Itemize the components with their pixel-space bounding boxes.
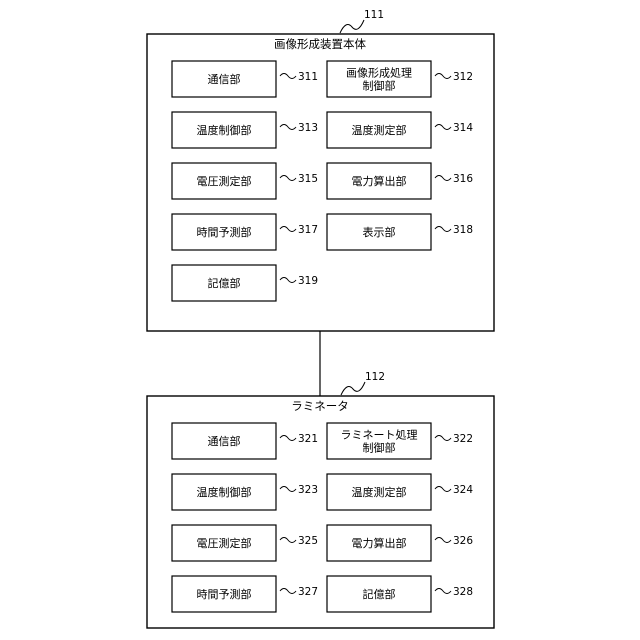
component-leader-line: [435, 487, 451, 492]
component-323: 温度制御部 323: [172, 474, 318, 510]
component-leader-line: [435, 589, 451, 594]
component-ref: 317: [298, 224, 318, 236]
laminator-ref: 112: [365, 371, 385, 383]
component-leader-line: [435, 227, 451, 232]
component-label: 通信部: [208, 434, 241, 448]
component-leader-line: [435, 74, 451, 79]
component-ref: 314: [453, 122, 473, 134]
component-ref: 313: [298, 122, 318, 134]
laminator-title: ラミネータ: [291, 399, 349, 413]
component-label: 通信部: [208, 72, 241, 86]
component-318: 表示部 318: [327, 214, 473, 250]
component-label: 画像形成処理: [346, 67, 412, 80]
component-label: 温度測定部: [352, 485, 407, 499]
component-label: 電圧測定部: [197, 174, 252, 188]
component-317: 時間予測部 317: [172, 214, 318, 250]
main-unit: 画像形成装置本体 111: [147, 9, 494, 331]
component-ref: 328: [453, 586, 473, 598]
component-leader-line: [435, 125, 451, 130]
component-328: 記億部 328: [327, 576, 473, 612]
component-label: 温度制御部: [197, 485, 252, 499]
component-label: 記億部: [363, 587, 396, 601]
component-312: 画像形成処理制御部 312: [327, 61, 473, 97]
component-leader-line: [280, 176, 296, 181]
component-label: 制御部: [363, 79, 396, 93]
component-ref: 323: [298, 484, 318, 496]
component-ref: 325: [298, 535, 318, 547]
main-unit-leader-line: [340, 20, 364, 33]
component-327: 時間予測部 327: [172, 576, 318, 612]
component-leader-line: [280, 74, 296, 79]
component-label: 温度測定部: [352, 123, 407, 137]
component-label: 制御部: [363, 441, 396, 455]
component-label: 時間予測部: [197, 587, 252, 601]
main-unit-title: 画像形成装置本体: [274, 37, 366, 51]
component-label: 電力算出部: [352, 536, 407, 550]
component-311: 通信部 311: [172, 61, 318, 97]
component-ref: 324: [453, 484, 473, 496]
component-326: 電力算出部 326: [327, 525, 473, 561]
component-label: 時間予測部: [197, 225, 252, 239]
component-ref: 318: [453, 224, 473, 236]
component-315: 電圧測定部 315: [172, 163, 318, 199]
component-label: ラミネート処理: [341, 429, 418, 442]
component-314: 温度測定部 314: [327, 112, 473, 148]
component-319: 記億部 319: [172, 265, 318, 301]
component-leader-line: [280, 125, 296, 130]
component-ref: 322: [453, 433, 473, 445]
component-ref: 327: [298, 586, 318, 598]
component-leader-line: [435, 176, 451, 181]
component-leader-line: [280, 436, 296, 441]
component-leader-line: [280, 487, 296, 492]
component-322: ラミネート処理制御部 322: [327, 423, 473, 459]
component-ref: 321: [298, 433, 318, 445]
component-321: 通信部 321: [172, 423, 318, 459]
component-leader-line: [435, 538, 451, 543]
component-leader-line: [435, 436, 451, 441]
component-ref: 311: [298, 71, 318, 83]
component-label: 表示部: [363, 225, 396, 239]
component-ref: 316: [453, 173, 473, 185]
component-316: 電力算出部 316: [327, 163, 473, 199]
component-leader-line: [280, 538, 296, 543]
component-325: 電圧測定部 325: [172, 525, 318, 561]
component-ref: 312: [453, 71, 473, 83]
component-324: 温度測定部 324: [327, 474, 473, 510]
component-313: 温度制御部 313: [172, 112, 318, 148]
component-label: 記億部: [208, 276, 241, 290]
component-label: 電圧測定部: [197, 536, 252, 550]
component-leader-line: [280, 227, 296, 232]
laminator-leader-line: [341, 382, 365, 395]
component-label: 温度制御部: [197, 123, 252, 137]
component-leader-line: [280, 278, 296, 283]
component-ref: 319: [298, 275, 318, 287]
component-ref: 326: [453, 535, 473, 547]
main-unit-ref: 111: [364, 9, 384, 21]
component-label: 電力算出部: [352, 174, 407, 188]
component-ref: 315: [298, 173, 318, 185]
main-unit-components: 通信部 311 画像形成処理制御部 312 温度制御部 313 温度測定部 314 電圧測定部 3…: [172, 61, 473, 301]
component-leader-line: [280, 589, 296, 594]
laminator-components: 通信部 321 ラミネート処理制御部 322 温度制御部 323 温度測定部 324 電圧測定部…: [172, 423, 473, 612]
